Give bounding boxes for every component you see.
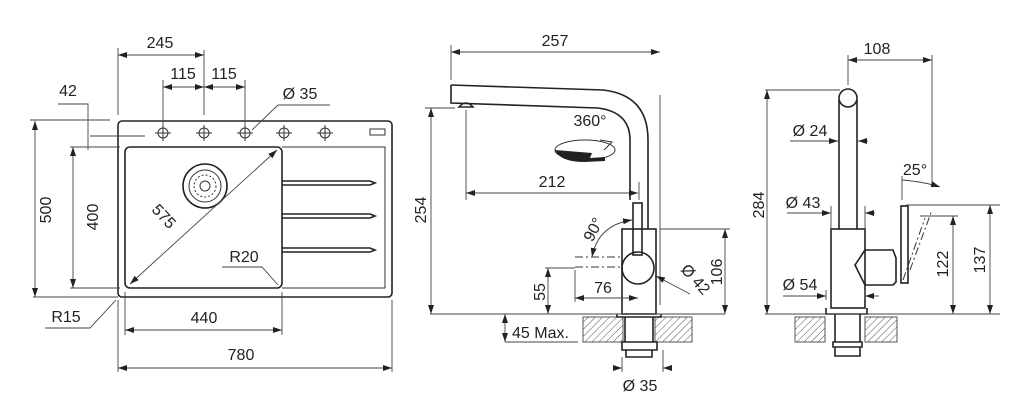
- faucet-side-view: 108 284 Ø 24 Ø 43 Ø 54 25° 122 137: [751, 41, 1000, 357]
- sink-outline: [117, 120, 393, 298]
- dim-hole-diameter: Ø 35: [283, 86, 318, 103]
- countertop-right: [654, 316, 693, 343]
- drainer-grooves: [282, 180, 378, 253]
- countertop-right-side: [864, 316, 898, 343]
- dim-575: 575: [148, 201, 179, 232]
- dim-body-top-diameter: Ø 43: [786, 195, 821, 212]
- lever-handle: [632, 202, 643, 256]
- tap-holes: [155, 125, 333, 141]
- dim-76: 76: [594, 280, 612, 297]
- lever-hub: [854, 249, 897, 286]
- dim-106: 106: [709, 259, 726, 286]
- spout-inner: [450, 85, 631, 200]
- lever-alt-position: [575, 256, 622, 268]
- sink-drawing: 245 115 115 42 Ø 35 500 400 575 R20 R15 …: [30, 35, 393, 372]
- dim-115-a: 115: [170, 66, 196, 83]
- dim-360-rotation: 360°: [573, 113, 606, 130]
- countertop-left-side: [794, 316, 826, 343]
- dim-245: 245: [147, 35, 174, 52]
- dim-254: 254: [413, 197, 430, 224]
- spout-head: [838, 88, 858, 108]
- faucet-front-view: 360° 257 254 212 90° 106 Ø 42 55 76 45 M…: [413, 33, 730, 395]
- dim-r15: R15: [51, 309, 80, 326]
- dim-500: 500: [38, 197, 55, 224]
- rotation-arrow-icon: [554, 139, 616, 162]
- dim-212: 212: [539, 174, 566, 191]
- overflow-slot: [369, 128, 386, 136]
- mounting-shank: [616, 314, 662, 342]
- mounting-shank-side: [825, 308, 868, 357]
- dim-440: 440: [191, 310, 218, 327]
- dim-257: 257: [542, 33, 569, 50]
- mounting-nut: [621, 341, 658, 358]
- drainer-area: [282, 146, 386, 289]
- dim-55: 55: [532, 283, 549, 301]
- dim-45-max: 45 Max.: [512, 325, 569, 342]
- dim-780: 780: [228, 347, 255, 364]
- dim-r20: R20: [229, 249, 258, 266]
- dim-base-diameter: Ø 54: [783, 277, 818, 294]
- faucet-body-side: [830, 228, 866, 309]
- dim-137: 137: [972, 247, 989, 274]
- dim-42: 42: [59, 83, 77, 100]
- dim-90-degrees: 90°: [581, 215, 607, 244]
- dim-25-degrees: 25°: [903, 162, 927, 179]
- aerator: [457, 102, 475, 108]
- dim-108: 108: [864, 41, 891, 58]
- spout-stem: [838, 100, 858, 229]
- mixer-ball: [621, 251, 655, 285]
- dim-115-b: 115: [211, 66, 237, 83]
- dim-spout-diameter: Ø 24: [793, 123, 828, 140]
- faucet-body: [621, 228, 657, 315]
- countertop-left: [582, 316, 624, 343]
- spout-outer: [450, 84, 649, 229]
- dim-122: 122: [935, 251, 952, 278]
- dim-ball-diameter: Ø 42: [677, 261, 713, 298]
- lever-side: [900, 205, 909, 284]
- dim-284: 284: [751, 192, 768, 219]
- dim-shank-diameter: Ø 35: [623, 378, 658, 395]
- lever-alt-position-side: [902, 209, 933, 281]
- dim-400: 400: [85, 204, 102, 231]
